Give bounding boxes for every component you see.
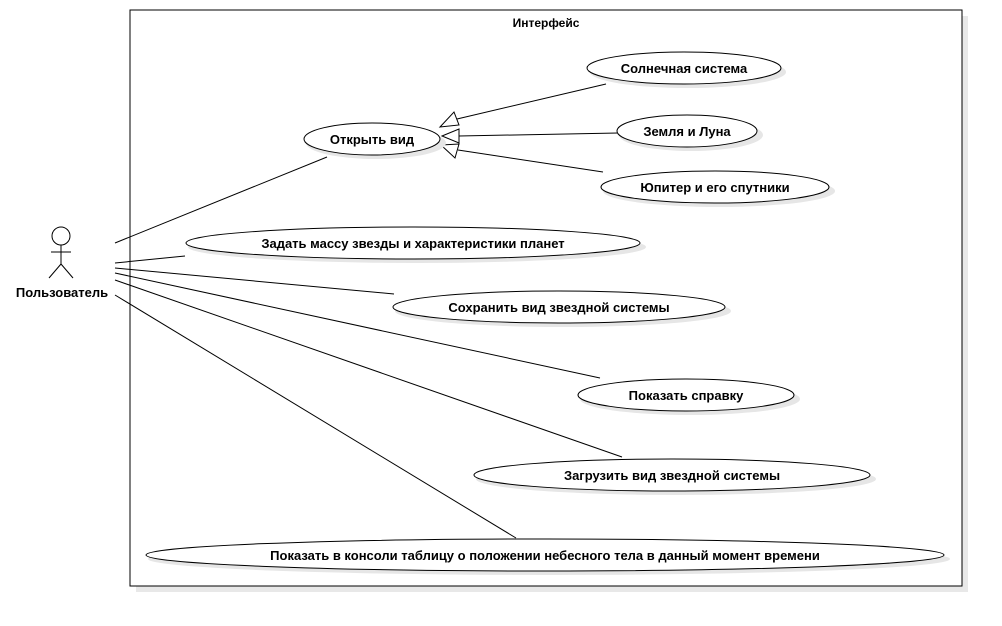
arrowhead-earth-icon (440, 128, 460, 144)
arrowhead-solar-icon (438, 111, 460, 128)
use-case-open-view[interactable]: Открыть вид (303, 122, 446, 159)
actor-label: Пользователь (16, 285, 108, 300)
assoc-load-view (114, 279, 623, 458)
use-case-jupiter[interactable]: Юпитер и его спутники (600, 170, 835, 207)
use-case-open-view-label: Открыть вид (330, 132, 415, 147)
use-case-load-view-label: Загрузить вид звездной системы (564, 468, 780, 483)
use-case-show-table-label: Показать в консоли таблицу о положении н… (270, 548, 820, 563)
use-case-save-view-label: Сохранить вид звездной системы (448, 300, 669, 315)
use-case-earth-moon[interactable]: Земля и Луна (616, 114, 763, 151)
associations (114, 156, 623, 539)
use-case-show-help[interactable]: Показать справку (577, 378, 800, 415)
gen-jupiter-line (457, 149, 604, 173)
arrowhead-jupiter-icon (439, 143, 460, 159)
use-case-show-table[interactable]: Показать в консоли таблицу о положении н… (145, 538, 950, 575)
assoc-save-view (114, 267, 395, 295)
system-title: Интерфейс (513, 16, 580, 30)
assoc-open-view (114, 156, 328, 244)
use-case-earth-moon-label: Земля и Луна (643, 124, 731, 139)
gen-solar-line (456, 83, 607, 120)
use-case-save-view[interactable]: Сохранить вид звездной системы (392, 290, 731, 327)
use-case-show-help-label: Показать справку (629, 388, 744, 403)
assoc-show-table (114, 294, 517, 539)
gen-earth-line (458, 132, 619, 137)
generalizations (456, 83, 619, 173)
use-case-solar-system-label: Солнечная система (621, 61, 748, 76)
assoc-set-mass (114, 255, 186, 264)
use-case-solar-system[interactable]: Солнечная система (586, 51, 786, 88)
use-case-set-mass[interactable]: Задать массу звезды и характеристики пла… (185, 226, 646, 263)
generalization-arrows (438, 111, 460, 159)
use-case-jupiter-label: Юпитер и его спутники (640, 180, 789, 195)
use-case-load-view[interactable]: Загрузить вид звездной системы (473, 458, 876, 495)
assoc-show-help (114, 272, 601, 379)
use-case-set-mass-label: Задать массу звезды и характеристики пла… (261, 236, 564, 251)
actor-icon (48, 226, 74, 279)
